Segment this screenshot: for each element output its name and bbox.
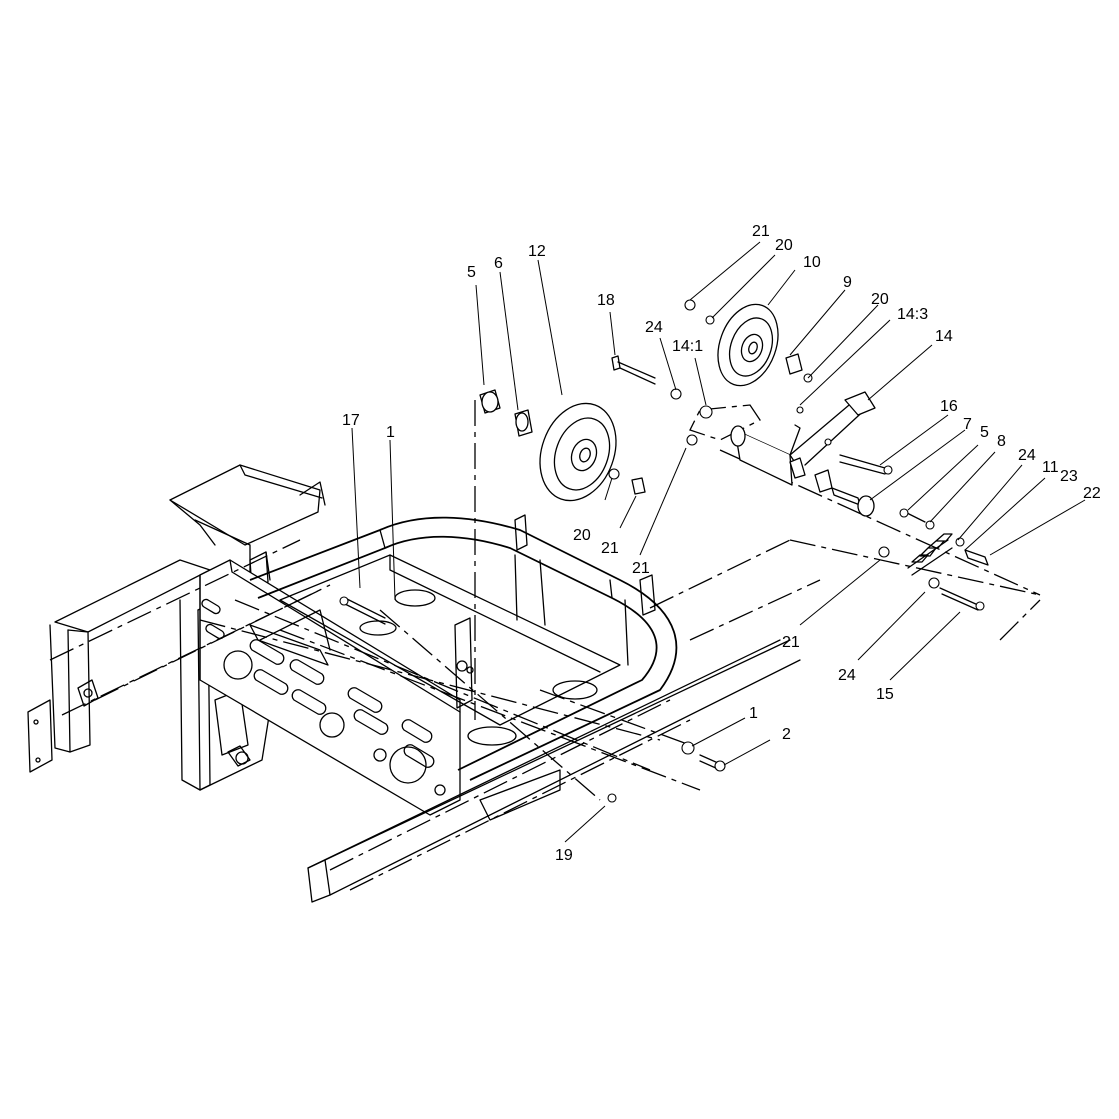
base-tray: [279, 514, 656, 821]
callout-14: 14: [935, 328, 953, 345]
leader-lines: [351, 241, 1086, 843]
callout-15: 15: [876, 686, 894, 703]
callout-21: 21: [632, 560, 650, 577]
idler-arm: [730, 391, 876, 493]
bolt-and-spacer-set: [611, 355, 713, 446]
callout-19: 19: [555, 847, 573, 864]
callout-18: 18: [597, 292, 615, 309]
callout-20: 20: [775, 237, 793, 254]
callout-24: 24: [838, 667, 856, 684]
callout-21: 21: [752, 223, 770, 240]
callout-16: 16: [940, 398, 958, 415]
callout-24: 24: [645, 319, 663, 336]
callout-labels: 21 20 10 9 20 14:3 14 18 24 14:1 12 6 5 …: [342, 223, 1101, 864]
callout-12: 12: [528, 243, 546, 260]
bottom-fasteners: [339, 596, 726, 803]
callout-21: 21: [601, 540, 619, 557]
idler-pulley-left: [479, 389, 646, 502]
callout-8: 8: [997, 433, 1006, 450]
callout-10: 10: [803, 254, 821, 271]
callout-6: 6: [494, 255, 503, 272]
callout-14-3: 14:3: [897, 306, 928, 323]
callout-9: 9: [843, 274, 852, 291]
u-tube-frame: [249, 516, 678, 781]
callout-24: 24: [1018, 447, 1036, 464]
plate-slots: [201, 598, 435, 768]
callout-20: 20: [871, 291, 889, 308]
callout-2: 2: [782, 726, 791, 743]
tension-spring-assembly: [878, 533, 989, 611]
assembly-centerlines: [49, 400, 1041, 891]
callout-5: 5: [980, 424, 989, 441]
callout-17: 17: [342, 412, 360, 429]
callout-7: 7: [963, 416, 972, 433]
callout-1: 1: [749, 705, 758, 722]
square-tube: [307, 639, 801, 903]
callout-1: 1: [386, 424, 395, 441]
callout-22: 22: [1083, 485, 1101, 502]
idler-pulley-upper: [684, 299, 813, 387]
callout-11: 11: [1042, 459, 1059, 476]
shaft-and-spacers: [831, 454, 935, 530]
perforated-front-plate: [199, 559, 461, 816]
callout-21: 21: [782, 634, 800, 651]
callout-23: 23: [1060, 468, 1078, 485]
callout-20: 20: [573, 527, 591, 544]
callout-14-1: 14:1: [672, 338, 703, 355]
callout-5: 5: [467, 264, 476, 281]
